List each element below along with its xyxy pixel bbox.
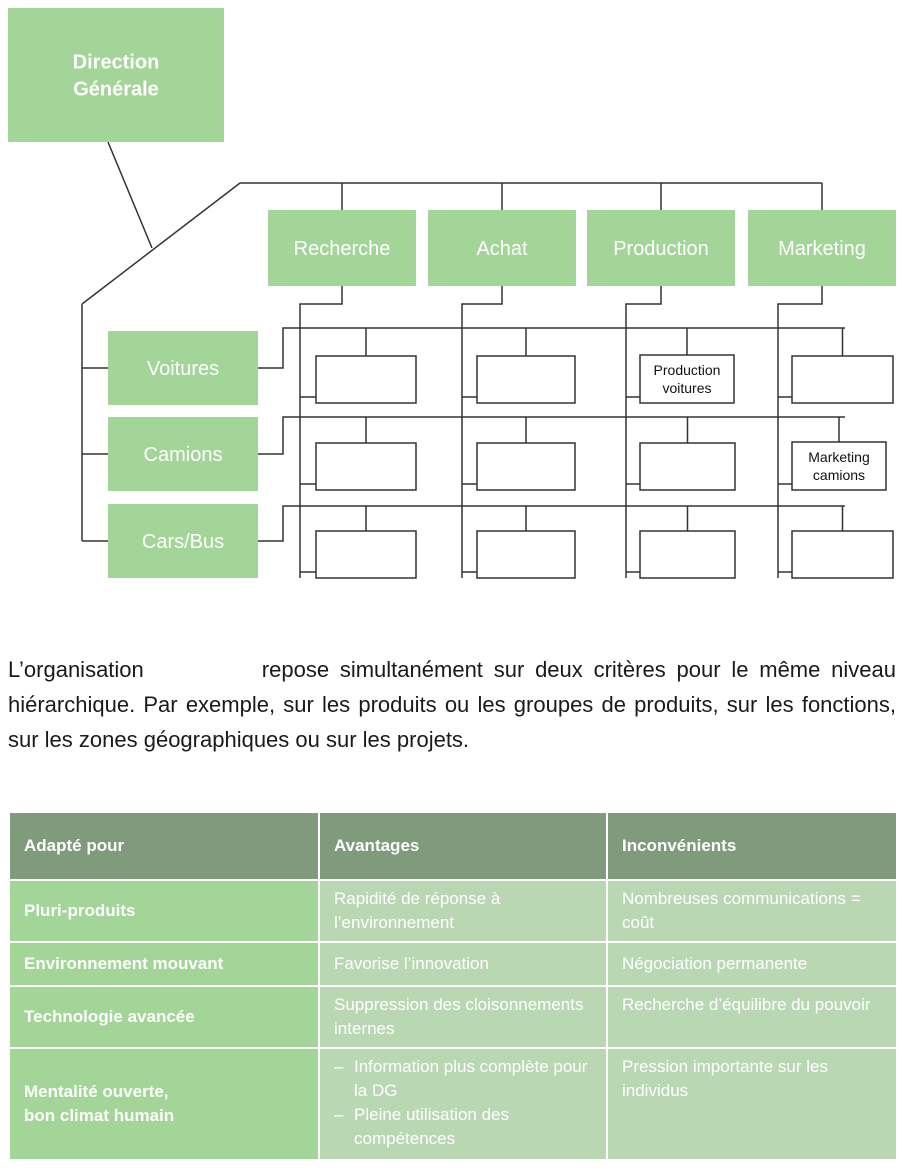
list-item: Pleine utilisation des compétences: [334, 1103, 592, 1151]
direction-generale-box: [8, 8, 224, 142]
row-line-1: [258, 416, 845, 455]
dg-to-trunk-line: [107, 141, 153, 249]
header-adapte: Adapté pour: [8, 811, 320, 881]
matrix-cell-1-0: [315, 442, 417, 491]
cell-avantages: Favorise l’innovation: [318, 941, 608, 987]
matrix-cell-1-1: [476, 442, 576, 491]
matrix-cell-0-3: [791, 355, 894, 404]
avantages-list: Information plus complète pour la DGPlei…: [334, 1055, 592, 1151]
cell-inconvenients: Nombreuses communications = coût: [606, 879, 898, 943]
matrix-cell-2-3: [791, 530, 894, 579]
function-label-marketing: Marketing: [778, 238, 866, 260]
matrix-cell-2-0: [315, 530, 417, 579]
product-box-2: [108, 504, 258, 578]
matrix-cell-1-3: [791, 441, 887, 491]
function-bus-line: [81, 182, 822, 305]
connector-lines: [81, 141, 845, 578]
cell-adapte: Pluri-produits: [8, 879, 320, 943]
product-box-0: [108, 331, 258, 405]
matrix-cell-1-2: [639, 442, 736, 491]
paragraph-rest: repose simultanément sur deux critères p…: [8, 657, 896, 752]
product-label-1: Camions: [144, 444, 223, 466]
cell-adapte: Mentalité ouverte, bon climat humain: [8, 1047, 320, 1161]
function-label-achat: Achat: [476, 238, 528, 260]
function-box-achat: [428, 210, 576, 286]
cell-adapte: Technologie avancée: [8, 985, 320, 1049]
paragraph-start: L’organisation: [8, 657, 144, 682]
matrix-cell-2-2: [639, 530, 736, 579]
product-label-0: Voitures: [147, 358, 219, 380]
cell-adapte: Environnement mouvant: [8, 941, 320, 987]
column-line-3: [777, 286, 823, 578]
row-line-0: [258, 327, 845, 369]
cell-inconvenients: Recherche d’équilibre du pouvoir: [606, 985, 898, 1049]
matrix-cell-0-1: [476, 355, 576, 404]
cell-avantages: Suppression des cloisonnements internes: [318, 985, 608, 1049]
function-box-production: [587, 210, 735, 286]
cell-avantages: Information plus complète pour la DGPlei…: [318, 1047, 608, 1161]
list-item: Information plus complète pour la DG: [334, 1055, 592, 1103]
function-label-production: Production: [613, 238, 709, 260]
matrix-cell-0-0: [315, 355, 417, 404]
function-label-recherche: Recherche: [294, 238, 391, 260]
table-header-row: Adapté pour Avantages Inconvénients: [8, 811, 898, 881]
product-box-1: [108, 417, 258, 491]
cell-avantages: Rapidité de réponse à l’environnement: [318, 879, 608, 943]
function-box-marketing: [748, 210, 896, 286]
product-label-2: Cars/Bus: [142, 531, 224, 553]
matrix-cell-0-2: [639, 354, 735, 404]
matrix-cell-2-1: [476, 530, 576, 579]
comparison-table: Adapté pour Avantages Inconvénients Plur…: [8, 811, 898, 1161]
function-box-recherche: [268, 210, 416, 286]
column-line-1: [461, 286, 503, 578]
header-avantages: Avantages: [318, 811, 608, 881]
header-inconvenients: Inconvénients: [606, 811, 898, 881]
column-line-2: [625, 286, 662, 578]
row-line-2: [258, 505, 845, 542]
column-line-0: [299, 286, 343, 578]
cell-inconvenients: Pression importante sur les individus: [606, 1047, 898, 1161]
cell-inconvenients: Négociation permanente: [606, 941, 898, 987]
table-row: Mentalité ouverte, bon climat humainInfo…: [8, 1047, 898, 1161]
